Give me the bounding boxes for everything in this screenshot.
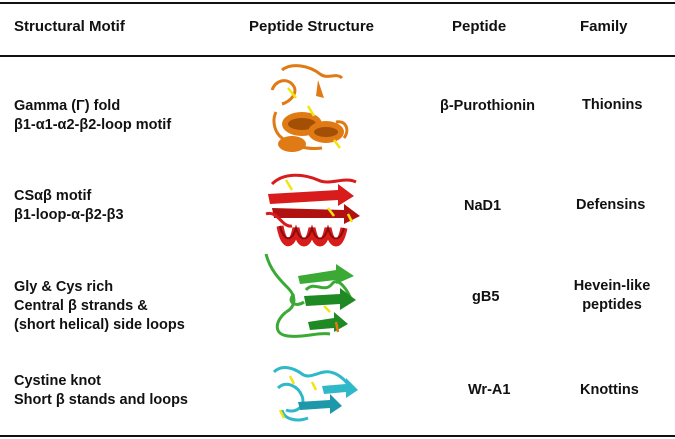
header-structural-motif: Structural Motif xyxy=(14,18,125,35)
motif-line: Cystine knot xyxy=(14,373,102,389)
motif-line: β1-loop-α-β2-β3 xyxy=(14,207,124,223)
family-cell: Thionins xyxy=(582,97,643,113)
header-peptide: Peptide xyxy=(452,18,507,35)
motif-cell: Cystine knot Short β stands and loops xyxy=(14,372,188,410)
orange-ribbon-structure-icon xyxy=(262,62,362,162)
table-top-rule xyxy=(0,2,675,4)
peptide-cell: β-Purothionin xyxy=(440,98,536,114)
cyan-ribbon-structure-icon xyxy=(268,362,364,424)
peptide-cell: gB5 xyxy=(472,289,500,305)
table-bottom-rule xyxy=(0,435,675,437)
family-line: Hevein-like xyxy=(573,278,651,294)
green-ribbon-structure-icon xyxy=(258,250,366,342)
family-cell: Knottins xyxy=(580,382,639,398)
motif-line: Gly & Cys rich xyxy=(14,279,114,295)
motif-cell: CSαβ motif β1-loop-α-β2-β3 xyxy=(14,187,124,225)
header-peptide-structure: Peptide Structure xyxy=(249,18,375,35)
header-family: Family xyxy=(580,18,628,35)
peptide-cell: Wr-A1 xyxy=(468,382,511,398)
red-ribbon-structure-icon xyxy=(258,170,370,254)
motif-line: (short helical) side loops xyxy=(14,317,185,333)
motif-line: β1-α1-α2-β2-loop motif xyxy=(14,117,172,133)
family-line: peptides xyxy=(582,297,642,313)
motif-line: Short β stands and loops xyxy=(14,392,188,408)
motif-line: Central β strands & xyxy=(14,298,148,314)
motif-cell: Gly & Cys rich Central β strands & (shor… xyxy=(14,278,185,335)
peptide-cell: NaD1 xyxy=(464,198,502,214)
family-cell: Hevein-like peptides xyxy=(566,277,658,315)
family-cell: Defensins xyxy=(576,197,646,213)
motif-line: CSαβ motif xyxy=(14,188,92,204)
motif-line: Gamma (Γ) fold xyxy=(14,98,121,114)
motif-cell: Gamma (Γ) fold β1-α1-α2-β2-loop motif xyxy=(14,97,171,135)
table-header-rule xyxy=(0,55,675,57)
